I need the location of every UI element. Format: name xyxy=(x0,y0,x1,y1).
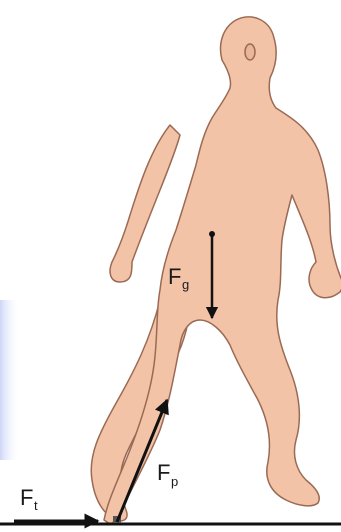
push-label-symbol: F xyxy=(157,460,170,485)
gravity-label-symbol: F xyxy=(168,264,181,289)
friction-force: F t xyxy=(14,485,98,521)
left-edge-tint xyxy=(0,300,20,460)
ear xyxy=(245,44,255,60)
friction-label-symbol: F xyxy=(20,485,33,510)
push-label-subscript: p xyxy=(171,474,178,489)
gravity-label-subscript: g xyxy=(182,277,189,292)
body-main xyxy=(104,17,341,524)
friction-label-subscript: t xyxy=(34,498,38,513)
human-figure xyxy=(91,17,341,524)
